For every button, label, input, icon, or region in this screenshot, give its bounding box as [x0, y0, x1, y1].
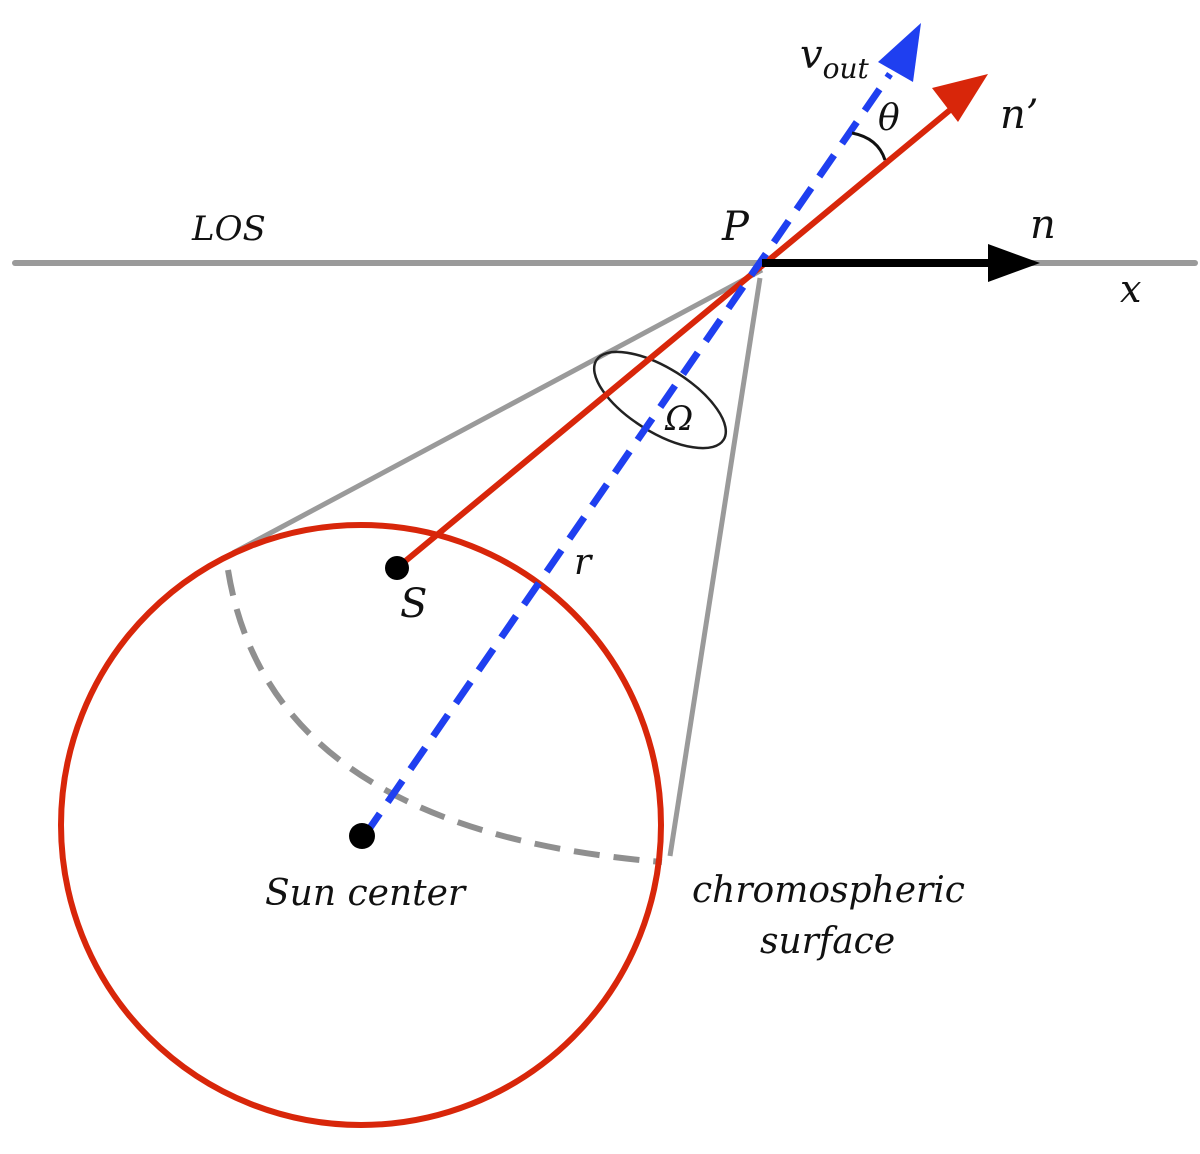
sun-center-label: Sun center — [265, 873, 467, 914]
sun-circle — [58, 522, 664, 1128]
sun-center-point — [349, 823, 375, 849]
point-s-label: S — [400, 581, 427, 627]
theta-angle-arc — [851, 131, 887, 161]
point-s — [385, 556, 409, 580]
n-label: n — [1030, 202, 1056, 248]
chromospheric-cap-arc — [225, 569, 663, 865]
n-prime-arrowhead — [932, 74, 988, 122]
los-label: LOS — [191, 209, 266, 249]
x-axis-label: x — [1120, 267, 1141, 311]
cone-line-right — [667, 277, 763, 857]
v-out-arrowhead — [878, 23, 921, 82]
chromospheric-surface-label-line2: surface — [760, 921, 895, 962]
n-prime-ray — [395, 107, 952, 571]
chromospheric-surface-label-line1: chromospheric — [692, 870, 965, 911]
n-prime-label: n’ — [1000, 92, 1038, 138]
cone-line-left — [231, 267, 764, 556]
omega-label: Ω — [664, 399, 693, 439]
theta-label: θ — [878, 98, 900, 139]
v-out-label: vout — [800, 32, 870, 85]
v-out-ray — [362, 72, 893, 837]
n-arrowhead — [988, 244, 1040, 282]
r-label: r — [574, 542, 593, 583]
point-p-label: P — [721, 204, 750, 250]
